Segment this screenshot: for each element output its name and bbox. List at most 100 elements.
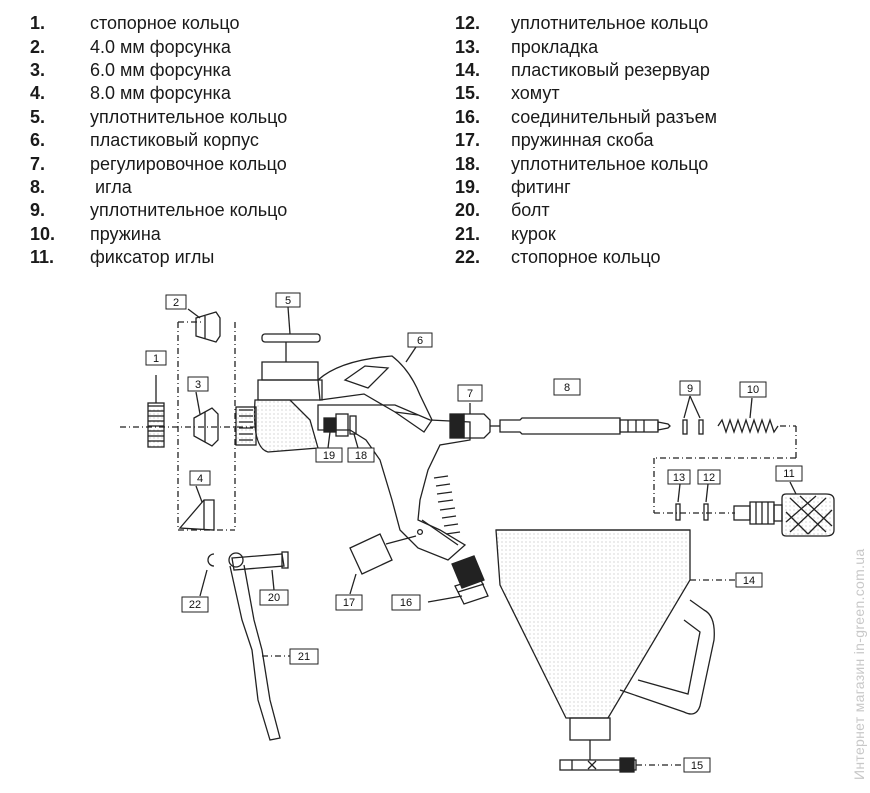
legend-item-20: 20. болт [455,199,717,222]
legend-item-11: 11.фиксатор иглы [30,246,287,269]
legend-item-19: 19. фитинг [455,176,717,199]
part-label-3-text: 3 [195,379,201,391]
legend-item-16: 16. соединительный разъем [455,106,717,129]
part-label-5-text: 5 [285,295,291,307]
legend-item-5: 5.уплотнительное кольцо [30,106,287,129]
legend-text: регулировочное кольцо [90,153,287,174]
plastic-tank-14 [495,529,736,760]
gasket-13 [675,483,681,521]
part-label-12-text: 12 [703,472,715,484]
nozzle-8mm [178,485,215,531]
legend-item-9: 9. уплотнительное кольцо [30,199,287,222]
part-label-19-text: 19 [323,450,335,462]
legend-num: 12. [455,13,481,34]
part-label-4: 4 [189,470,211,486]
part-label-22-text: 22 [189,599,201,611]
retaining-ring-1 [147,375,165,448]
part-label-6-text: 6 [417,335,423,347]
legend-num: 9. [30,200,46,221]
part-label-16: 16 [391,594,421,611]
part-label-9: 9 [679,380,701,396]
legend-text: уплотнительное кольцо [511,153,709,174]
legend-item-1: 1.стопорное кольцо [30,12,287,35]
o-ring-12 [703,483,709,521]
legend-num: 14. [455,59,481,80]
legend-item-3: 3. 6.0 мм форсунка [30,59,287,82]
legend-item-22: 22. стопорное кольцо [455,246,717,269]
legend-item-17: 17.пружинная скоба [455,129,717,152]
spring-10 [717,397,779,435]
legend-item-2: 2. 4.0 мм форсунка [30,35,287,58]
needle-retainer-11 [733,481,835,537]
part-label-17: 17 [335,594,363,611]
o-ring-5 [261,306,321,362]
part-label-7-text: 7 [467,388,473,400]
part-label-14-text: 14 [743,575,755,587]
legend-item-15: 15. хомут [455,82,717,105]
legend-num: 10. [30,223,56,244]
legend-item-6: 6.пластиковый корпус [30,129,287,152]
legend-text: пластиковый резервуар [511,59,710,80]
legend-num: 2. [30,36,46,57]
legend-text: игла [90,176,132,197]
legend-num: 22. [455,247,481,268]
legend-num: 21. [455,223,481,244]
legend-text: прокладка [511,36,599,57]
part-label-15: 15 [683,757,711,773]
o-ring-18 [349,415,359,449]
legend-num: 20. [455,200,481,221]
part-label-11: 11 [775,465,803,482]
legend-text: 4.0 мм форсунка [90,36,231,57]
part-label-9-text: 9 [687,383,693,395]
grip-ribs [433,475,461,535]
part-label-2: 2 [165,294,187,310]
legend-num: 19. [455,176,481,197]
legend-text: 6.0 мм форсунка [90,59,231,80]
needle-8 [499,417,671,435]
part-label-1-text: 1 [153,353,159,365]
legend-text: фиксатор иглы [90,247,215,268]
part-label-13-text: 13 [673,472,685,484]
adjusting-ring-7 [449,403,500,439]
retaining-ring-22 [199,553,215,597]
legend-num: 13. [455,36,481,57]
spring-clip-17 [349,533,417,595]
part-label-18: 18 [347,447,375,463]
legend-item-7: 7. регулировочное кольцо [30,152,287,175]
part-label-18-text: 18 [355,450,367,462]
fitting-19 [323,413,349,449]
legend-text: хомут [511,83,560,104]
part-label-21-text: 21 [298,651,310,663]
legend-item-4: 4.8.0 мм форсунка [30,82,287,105]
legend-text: пружинная скоба [511,130,654,151]
legend-text: фитинг [511,176,571,197]
legend-num: 15. [455,83,481,104]
legend-left: 1.стопорное кольцо 2. 4.0 мм форсунка 3. 6… [30,12,287,269]
part-label-13: 13 [667,469,691,485]
part-label-20-text: 20 [268,592,280,604]
clamp-15 [559,757,684,773]
part-label-10: 10 [739,381,767,398]
nozzle-6mm [193,391,219,447]
part-label-22: 22 [181,596,209,613]
legend-text: соединительный разъем [511,106,717,127]
legend-text: уплотнительное кольцо [90,200,288,221]
needle-connector-bracket [653,425,797,514]
legend-text: стопорное кольцо [511,247,661,268]
legend-num: 4. [30,83,46,104]
o-rings-9 [682,395,704,435]
part-label-10-text: 10 [747,384,759,396]
part-label-8-text: 8 [564,382,570,394]
part-label-21: 21 [289,648,319,665]
part-label-6: 6 [407,332,433,348]
part-label-4-text: 4 [197,473,203,485]
legend-text: болт [511,200,550,221]
legend-num: 3. [30,59,46,80]
gun-body [235,346,471,561]
legend-num: 7. [30,153,46,174]
legend-text: уплотнительное кольцо [90,106,288,127]
legend-num: 16. [455,106,481,127]
legend-item-12: 12.уплотнительное кольцо [455,12,717,35]
legend-text: пружина [90,223,161,244]
